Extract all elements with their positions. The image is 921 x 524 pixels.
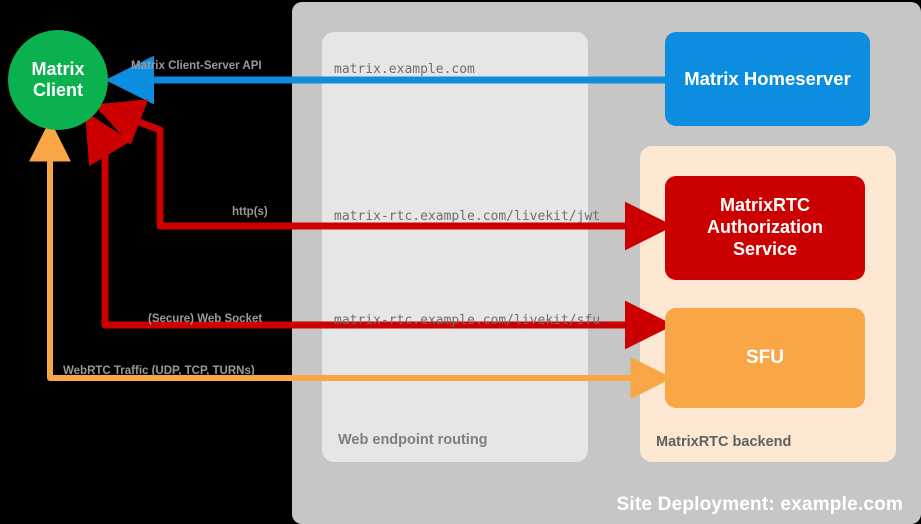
matrix-client-label-line1: Matrix — [31, 58, 85, 79]
auth-service-label-line3: Service — [732, 238, 798, 259]
node-sfu[interactable]: SFU — [665, 308, 865, 408]
site-deployment-label: Site Deployment: example.com — [616, 494, 903, 515]
edge-label-web-socket: (Secure) Web Socket — [148, 313, 263, 325]
web-endpoint-routing-label: Web endpoint routing — [338, 432, 488, 448]
node-matrixrtc-authorization-service[interactable]: MatrixRTC Authorization Service — [665, 176, 865, 280]
node-matrix-homeserver[interactable]: Matrix Homeserver — [665, 32, 870, 126]
sfu-label: SFU — [746, 347, 784, 369]
edge-label-webrtc-traffic: WebRTC Traffic (UDP, TCP, TURNs) — [63, 365, 255, 377]
endpoint-label-livekit-jwt: matrix-rtc.example.com/livekit/jwt — [334, 209, 601, 224]
node-matrix-client[interactable]: Matrix Client — [8, 30, 108, 130]
edge-label-http: http(s) — [232, 206, 268, 218]
endpoint-label-livekit-sfu: matrix-rtc.example.com/livekit/sfu — [334, 313, 601, 328]
edge-label-client-server-api: Matrix Client-Server API — [131, 60, 262, 72]
auth-service-label-line1: MatrixRTC — [719, 195, 810, 216]
auth-service-label-line2: Authorization — [707, 217, 823, 238]
endpoint-label-matrix: matrix.example.com — [334, 62, 475, 77]
matrix-homeserver-label: Matrix Homeserver — [684, 67, 851, 89]
web-endpoint-routing-container: Web endpoint routing — [322, 32, 588, 462]
matrixrtc-backend-label: MatrixRTC backend — [656, 434, 792, 450]
matrix-client-label-line2: Client — [32, 80, 83, 100]
